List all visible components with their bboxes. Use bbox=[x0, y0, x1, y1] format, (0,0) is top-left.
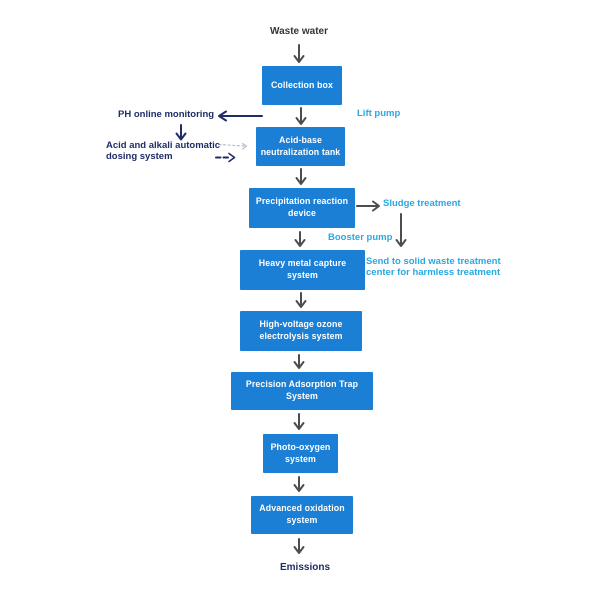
dosing-system-label: Acid and alkali automatic dosing system bbox=[106, 140, 221, 163]
arrow-heavymetal-to-highvoltage bbox=[295, 292, 307, 308]
node-heavy-metal-capture-system: Heavy metal capture system bbox=[240, 250, 365, 290]
arrow-highvoltage-to-adsorption bbox=[293, 354, 305, 369]
node-collection-box-label: Collection box bbox=[270, 79, 333, 90]
sludge-treatment-label: Sludge treatment bbox=[383, 198, 461, 209]
source-label: Waste water bbox=[270, 26, 328, 37]
arrow-sludge-to-solidwaste bbox=[395, 213, 407, 247]
node-photo-oxygen-label: Photo-oxygen system bbox=[270, 441, 331, 464]
node-precision-adsorption-trap: Precision Adsorption Trap System bbox=[231, 372, 373, 410]
booster-pump-label: Booster pump bbox=[328, 232, 393, 243]
arrow-adsorption-to-photooxygen bbox=[293, 413, 305, 430]
node-heavy-metal-label: Heavy metal capture system bbox=[258, 258, 347, 280]
node-collection-box: Collection box bbox=[262, 66, 342, 105]
dotted-connector-dosing-to-tank bbox=[218, 142, 248, 150]
arrow-wastewater-to-collection bbox=[293, 44, 305, 63]
sink-label: Emissions bbox=[279, 562, 331, 573]
node-advanced-oxidation-label: Advanced oxidation system bbox=[259, 503, 345, 525]
arrow-tank-to-precipitation bbox=[295, 168, 307, 185]
node-tank-label: Acid-base neutralization tank bbox=[260, 134, 341, 157]
node-high-voltage-ozone-electrolysis: High-voltage ozone electrolysis system bbox=[240, 311, 362, 351]
node-precipitation-reaction-device: Precipitation reaction device bbox=[249, 188, 355, 228]
node-acid-base-neutralization-tank: Acid-base neutralization tank bbox=[256, 127, 345, 166]
lift-pump-label: Lift pump bbox=[357, 108, 401, 119]
ph-online-monitoring-label: PH online monitoring bbox=[118, 109, 215, 120]
arrow-collection-to-tank bbox=[295, 107, 307, 125]
node-high-voltage-label: High-voltage ozone electrolysis system bbox=[259, 319, 343, 341]
node-advanced-oxidation-system: Advanced oxidation system bbox=[251, 496, 353, 534]
node-photo-oxygen-system: Photo-oxygen system bbox=[263, 434, 338, 473]
arrow-photooxygen-to-advanced bbox=[293, 476, 305, 492]
arrow-dosing-to-tank-dashed bbox=[215, 152, 236, 163]
arrow-precipitation-to-heavymetal bbox=[294, 231, 306, 247]
node-precipitation-label: Precipitation reaction device bbox=[255, 196, 349, 218]
node-adsorption-label: Precision Adsorption Trap System bbox=[245, 379, 359, 401]
arrow-precipitation-to-sludge bbox=[356, 200, 380, 212]
arrow-advanced-to-emissions bbox=[293, 538, 305, 554]
arrow-liftpump-to-phmonitoring bbox=[218, 110, 263, 122]
solid-waste-treatment-label: Send to solid waste treatment center for… bbox=[366, 256, 501, 278]
arrow-phmonitoring-to-dosing bbox=[175, 124, 187, 141]
